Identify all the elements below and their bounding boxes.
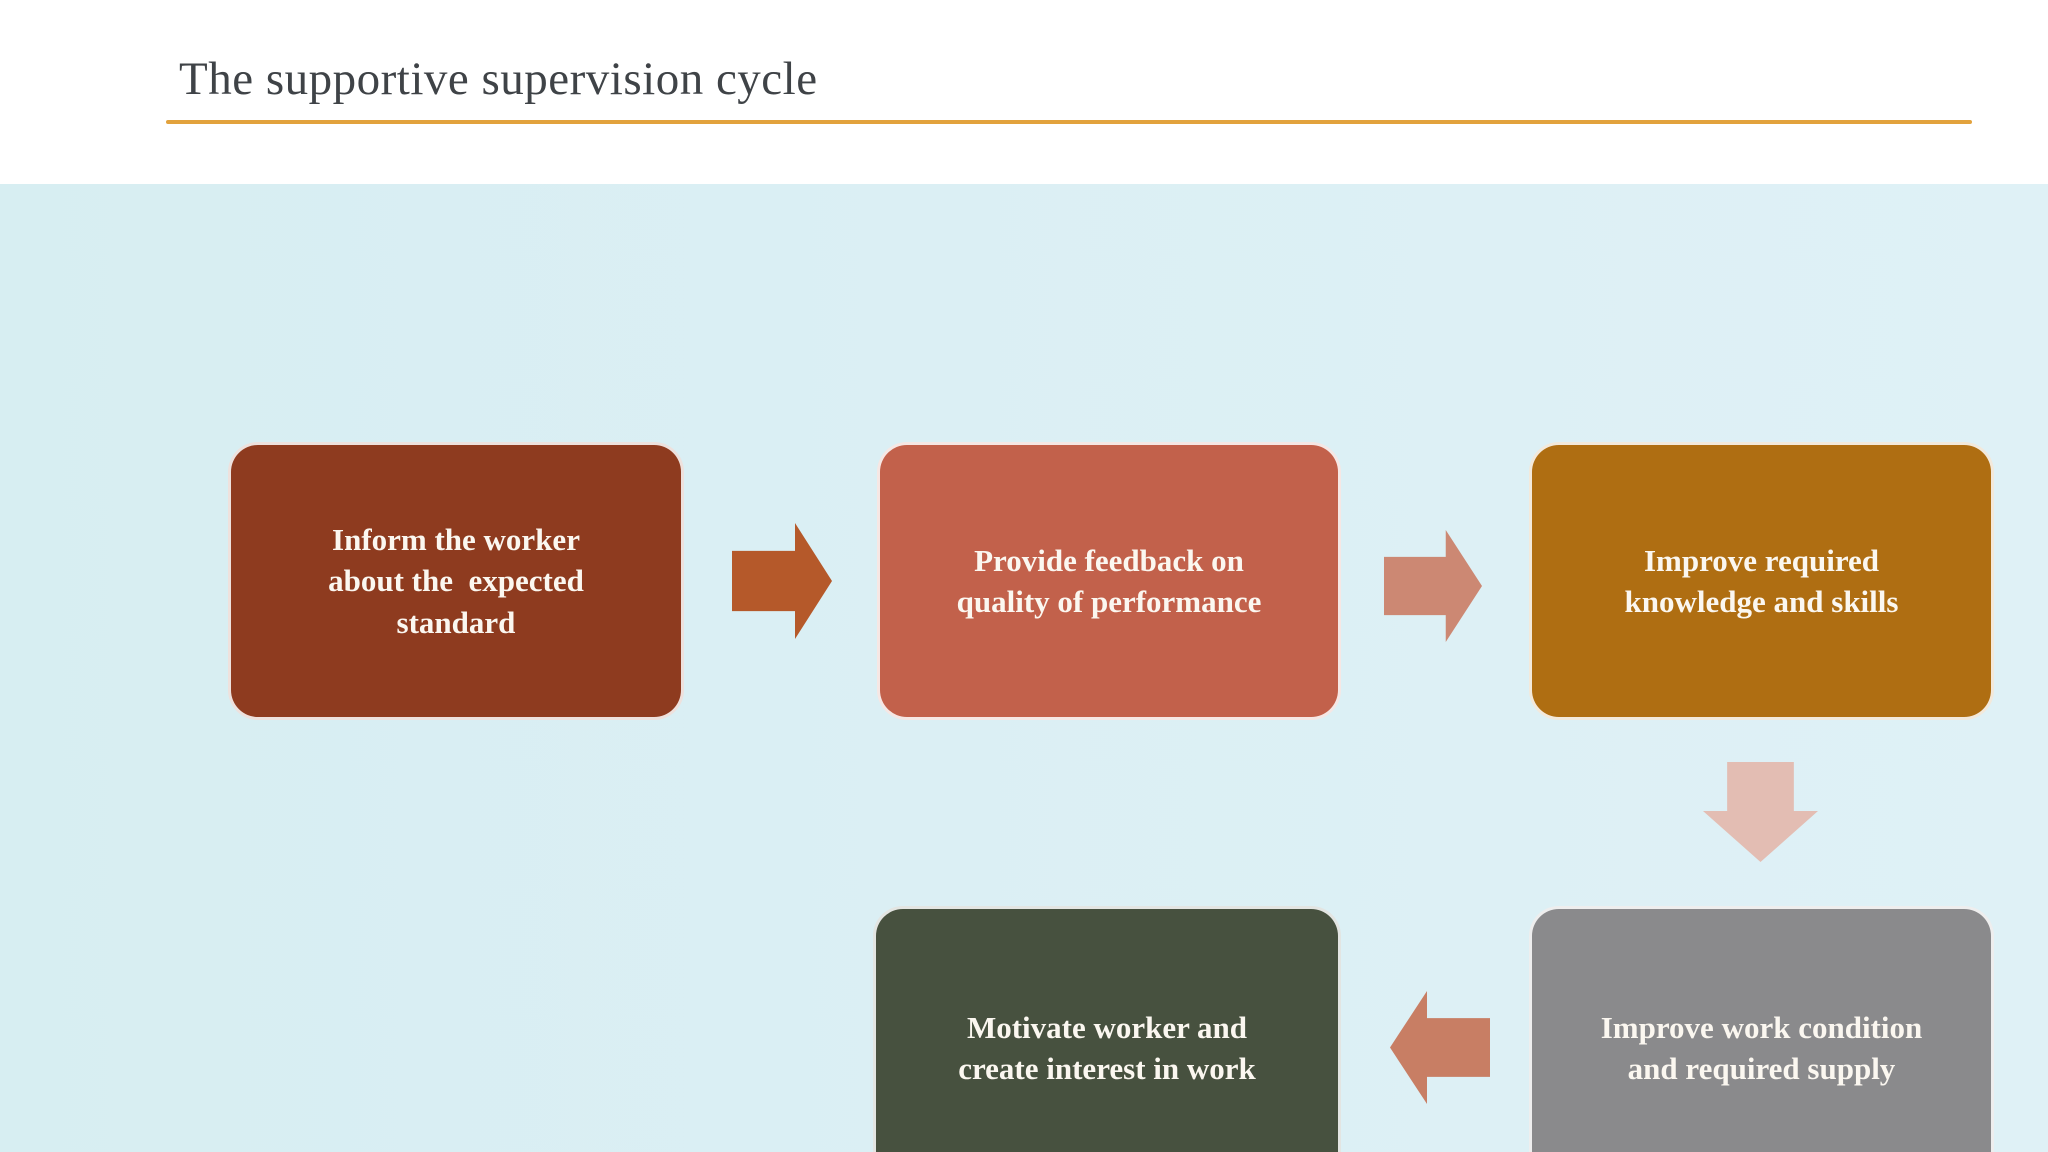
flow-box-improve-conditions: Improve work condition and required supp…	[1529, 906, 1994, 1152]
header-band: The supportive supervision cycle	[0, 0, 2048, 184]
flow-box-label: Motivate worker and create interest in w…	[958, 1009, 1256, 1086]
flow-box-provide-feedback: Provide feedback on quality of performan…	[877, 442, 1341, 720]
flow-box-label: Improve required knowledge and skills	[1624, 542, 1899, 619]
title-underline	[166, 120, 1972, 124]
arrow-right-icon	[1384, 530, 1482, 642]
flow-box-motivate-worker: Motivate worker and create interest in w…	[873, 906, 1341, 1152]
arrow-down-icon	[1703, 762, 1818, 862]
flow-box-label: Provide feedback on quality of performan…	[956, 542, 1262, 619]
diagram-canvas: Inform the worker about the expected sta…	[0, 184, 2048, 1152]
page-title: The supportive supervision cycle	[179, 53, 818, 105]
flow-box-inform-standard: Inform the worker about the expected sta…	[228, 442, 684, 720]
flow-box-improve-knowledge: Improve required knowledge and skills	[1529, 442, 1994, 720]
arrow-left-icon	[1390, 991, 1490, 1104]
flow-box-label: Improve work condition and required supp…	[1600, 1009, 1923, 1086]
flow-box-label: Inform the worker about the expected sta…	[328, 522, 584, 640]
arrow-right-icon	[732, 523, 832, 639]
